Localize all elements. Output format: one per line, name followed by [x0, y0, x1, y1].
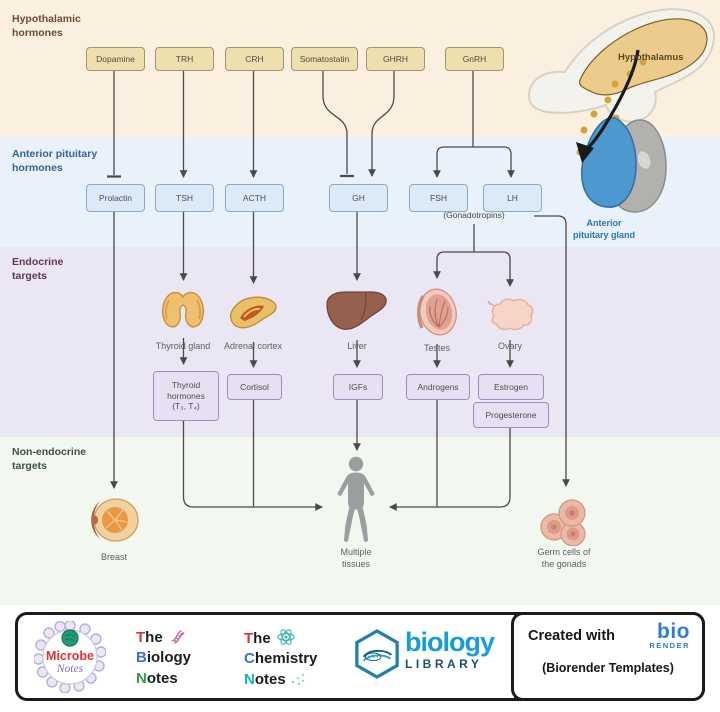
biology-library-wordmark: biology [405, 627, 495, 657]
chemistry-notes-the-initial: T [244, 630, 254, 647]
box-tsh: TSH [155, 184, 214, 212]
hypothalamus-label: Hypothalamus [618, 52, 684, 63]
box-estrogen: Estrogen [478, 374, 544, 400]
label-anterior-pituitary-hormones: Anterior pituitary hormones [12, 148, 98, 174]
chemistry-notes-name-initial: C [244, 650, 255, 668]
biology-notes-name-rest: iology [146, 649, 192, 667]
biology-notes-name-initial: B [136, 649, 147, 667]
biology-notes-the-rest: he [145, 629, 163, 646]
chemistry-notes-logo: The Chemistry Notes [244, 627, 317, 690]
box-gh: GH [329, 184, 388, 212]
testes-label: Testes [423, 343, 450, 353]
testes-icon [417, 288, 457, 336]
created-with-text: Created with [528, 628, 616, 644]
human-figure-icon [337, 456, 375, 542]
biorender-wordmark: bio [657, 620, 690, 643]
connector-lines [107, 69, 570, 511]
box-thyroid-hormones: Thyroid hormones (T₃, T₄) [153, 371, 219, 421]
box-androgens: Androgens [406, 374, 470, 400]
breast-label: Breast [100, 552, 127, 562]
biology-notes-notes-rest: otes [146, 669, 178, 687]
label-hypothalamic-hormones: Hypothalamic hormones [12, 13, 81, 39]
connector-gonadotropins-ovary [474, 251, 514, 288]
box-cortisol: Cortisol [227, 374, 282, 400]
microbe-notes-title: Microbe [46, 649, 94, 663]
box-igfs: IGFs [333, 374, 383, 400]
box-trh: TRH [155, 47, 214, 71]
ovary-icon [487, 298, 534, 331]
connector-somatostatin-gh [322, 69, 348, 174]
box-progesterone: Progesterone [473, 402, 549, 428]
thyroid-gland-label: Thyroid gland [155, 341, 211, 351]
connector-gonadotropins-germcells [534, 215, 570, 488]
biology-library-hexagon-icon [355, 629, 399, 679]
box-gnrh: GnRH [445, 47, 504, 71]
chemistry-notes-name-rest: hemistry [254, 650, 318, 668]
connector-estrogen-tissues [388, 426, 511, 511]
ovary-label: Ovary [497, 341, 522, 351]
created-with-biorender-box: Created with bio RENDER (Biorender Templ… [511, 612, 705, 701]
germ-cells-icon [540, 499, 586, 546]
connector-gnrh-lh [473, 146, 515, 179]
biorender-logo: bio RENDER [649, 621, 690, 650]
anterior-pituitary-label: Anterior pituitary gland [572, 218, 635, 240]
biology-notes-notes-initial: N [136, 669, 147, 687]
box-crh: CRH [225, 47, 284, 71]
box-ghrh: GHRH [366, 47, 425, 71]
breast-icon [91, 498, 139, 542]
box-dopamine: Dopamine [86, 47, 145, 71]
box-somatostatin: Somatostatin [291, 47, 358, 71]
connector-ghrh-gh [368, 69, 395, 178]
chemistry-notes-notes-rest: otes [254, 670, 286, 688]
atom-icon [277, 629, 295, 645]
biology-notes-the-initial: T [136, 629, 146, 646]
connector-thyroidhormones-tissues [182, 419, 324, 511]
box-acth: ACTH [225, 184, 284, 212]
microbe-notes-subtitle: Notes [56, 663, 84, 675]
box-prolactin: Prolactin [86, 184, 145, 212]
adrenal-cortex-label: Adrenal cortex [223, 341, 283, 351]
label-non-endocrine-targets: Non-endocrine targets [12, 446, 87, 472]
chemistry-notes-the-rest: he [253, 630, 271, 647]
germ-cells-label: Germ cells of the gonads [537, 547, 591, 569]
molecule-sparkle-icon [291, 673, 305, 685]
chemistry-notes-notes-initial: N [244, 670, 255, 688]
liver-label: Liver [347, 341, 367, 351]
multiple-tissues-label: Multiple tissues [340, 547, 372, 569]
box-lh: LH [483, 184, 542, 212]
adrenal-cortex-icon [230, 296, 277, 329]
gonadotropins-note: (Gonadotropins) [443, 210, 505, 220]
biology-notes-logo: The Biology Notes [136, 627, 191, 689]
hypothalamus-pituitary-icon [528, 8, 716, 213]
thyroid-gland-icon [161, 291, 205, 328]
dna-icon [171, 629, 185, 644]
biology-library-logo: biology LIBRARY [354, 629, 514, 679]
microbe-notes-badge-icon [34, 621, 106, 693]
box-fsh: FSH [409, 184, 468, 212]
biorender-templates-text: (Biorender Templates) [542, 661, 674, 675]
label-endocrine-targets: Endocrine targets [12, 256, 64, 282]
biorender-subtitle: RENDER [649, 641, 690, 650]
liver-icon [326, 291, 387, 330]
microbe-notes-logo: Microbe Notes [34, 621, 106, 693]
connector-gnrh-fsh [433, 146, 473, 179]
biology-library-subtitle: LIBRARY [405, 657, 483, 671]
footer-logo-bar: Microbe Notes The Biology Notes The [15, 612, 705, 701]
connector-gonadotropins-testes [433, 251, 474, 280]
